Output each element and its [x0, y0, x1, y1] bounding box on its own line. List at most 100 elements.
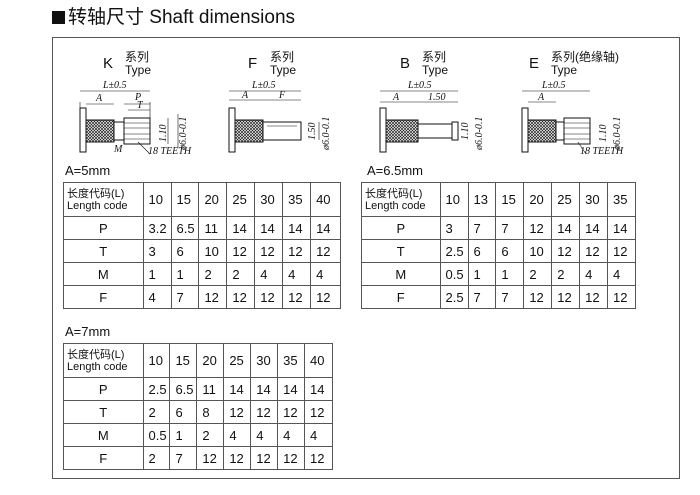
dim-p: P	[134, 92, 141, 103]
table-cell: 12	[196, 446, 225, 470]
col-header: 20	[523, 182, 553, 217]
dim-length: L±0.5	[541, 80, 566, 91]
header-cn: 长度代码(L)	[365, 187, 423, 200]
type-letter: E	[529, 55, 540, 72]
dim-length: L±0.5	[251, 80, 276, 91]
type-cn: 系列	[422, 50, 447, 64]
col-header: 15	[495, 182, 525, 217]
table-cell: 7	[495, 285, 525, 309]
table-cell: 1	[142, 262, 172, 286]
dim-diameter: ø6.0-0.1	[178, 117, 189, 151]
table-cell: 2	[226, 262, 256, 286]
table-cell: 7	[467, 216, 497, 240]
row-label: T	[63, 400, 144, 424]
col-header: 30	[579, 182, 609, 217]
table-cell: 4	[310, 262, 341, 286]
table-row: M 1 1 2 2 4 4 4	[63, 262, 341, 286]
table-cell: 12	[579, 239, 609, 263]
table-cell: 14	[304, 377, 333, 401]
table-cell: 12	[226, 285, 256, 309]
table-cell: 12	[579, 285, 609, 309]
row-label: M	[63, 262, 144, 286]
table-row: P 2.5 6.5 11 14 14 14 14	[63, 377, 333, 401]
shaft-drawing-f: L±0.5 A F 1.50 ø6.0-0.1	[227, 78, 347, 158]
table-cell: 14	[551, 216, 581, 240]
table-cell: 6.5	[170, 216, 200, 240]
table-cell: 2.5	[142, 377, 171, 401]
row-label: M	[63, 423, 144, 447]
table-cell: 4	[142, 285, 172, 309]
table-cell: 2	[551, 262, 581, 286]
table-cell: 4	[254, 262, 284, 286]
table-row: P 3 7 7 12 14 14 14	[361, 216, 636, 240]
col-header: 35	[607, 182, 636, 217]
header-cell: 长度代码(L)Length code	[361, 182, 441, 217]
table-cell: 12	[304, 446, 333, 470]
table-cell: 0.5	[439, 262, 469, 286]
dim-110: 1.10	[460, 123, 471, 141]
table-cell: 4	[579, 262, 609, 286]
table-cell: 4	[223, 423, 252, 447]
table-cell: 12	[551, 285, 581, 309]
table-cell: 12	[254, 285, 284, 309]
table-row: F 2.5 7 7 12 12 12 12	[361, 285, 636, 309]
header-en: Length code	[365, 199, 426, 212]
table-row: T 2 6 8 12 12 12 12	[63, 400, 333, 424]
col-header: 10	[142, 343, 171, 378]
type-letter: B	[400, 55, 411, 72]
table-cell: 12	[277, 400, 306, 424]
table-cell: 3	[142, 239, 172, 263]
table-cell: 7	[169, 446, 198, 470]
row-label: M	[361, 262, 441, 286]
table-cell: 14	[254, 216, 284, 240]
table-cell: 14	[579, 216, 609, 240]
col-header: 35	[277, 343, 306, 378]
col-header: 30	[250, 343, 279, 378]
table-cell: 3	[439, 216, 469, 240]
table-row: F 2 7 12 12 12 12 12	[63, 446, 333, 470]
dim-a: A	[392, 92, 400, 103]
header-en: Length code	[67, 360, 128, 373]
table-row: M 0.5 1 1 2 2 4 4	[361, 262, 636, 286]
col-header: 25	[226, 182, 256, 217]
col-header: 20	[196, 343, 225, 378]
dim-f: F	[278, 90, 286, 101]
table-header-row: 长度代码(L)Length code 10 15 20 25 30 35 40	[63, 182, 341, 217]
table-cell: 4	[304, 423, 333, 447]
table-cell: 1	[495, 262, 525, 286]
table-cell: 14	[282, 216, 312, 240]
type-en: Type	[125, 63, 152, 77]
header-cn: 长度代码(L)	[67, 187, 125, 200]
table-row: T 2.5 6 6 10 12 12 12	[361, 239, 636, 263]
table-cell: 12	[250, 446, 279, 470]
table-cell: 10	[523, 239, 553, 263]
page-title: 转轴尺寸 Shaft dimensions	[52, 6, 295, 30]
col-header: 15	[170, 182, 200, 217]
col-header: 10	[142, 182, 172, 217]
table-cell: 14	[250, 377, 279, 401]
table-cell: 12	[310, 239, 341, 263]
header-cell: 长度代码(L)Length code	[63, 343, 144, 378]
type-en: Type	[270, 63, 297, 77]
dim-110: 1.10	[598, 125, 609, 143]
table-cell: 14	[226, 216, 256, 240]
type-cn: 系列	[125, 50, 150, 64]
table-cell: 6.5	[169, 377, 198, 401]
table-cell: 11	[196, 377, 225, 401]
dim-b-150: 1.50	[428, 92, 446, 103]
table-header-row: 长度代码(L)Length code 10 15 20 25 30 35 40	[63, 343, 333, 378]
shaft-drawing-k: L±0.5 A P T M 18 TEETH 1.10 ø6.0-0.1	[78, 78, 198, 158]
table-cell: 14	[223, 377, 252, 401]
type-en: Type	[422, 63, 449, 77]
table-row: T 3 6 10 12 12 12 12	[63, 239, 341, 263]
col-header: 25	[551, 182, 581, 217]
table-cell: 4	[607, 262, 636, 286]
shaft-drawing-e: L±0.5 A 18 TEETH 1.10 ø6.0-0.1	[520, 78, 660, 158]
table-header-row: 长度代码(L)Length code 10 13 15 20 25 30 35	[361, 182, 636, 217]
table-row: F 4 7 12 12 12 12 12	[63, 285, 341, 309]
table-cell: 12	[551, 239, 581, 263]
table-cell: 2	[523, 262, 553, 286]
dim-a: A	[95, 93, 103, 104]
table-cell: 8	[196, 400, 225, 424]
type-cn: 系列	[270, 50, 295, 64]
